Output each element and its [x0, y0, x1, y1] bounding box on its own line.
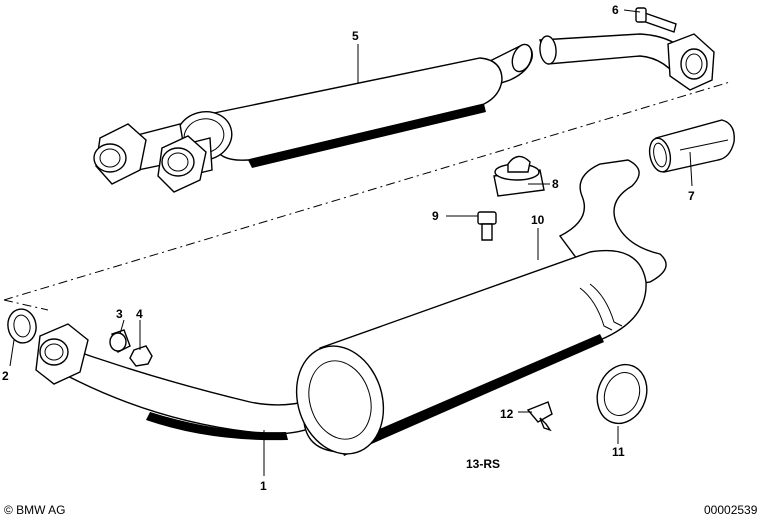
callout-3: 3 — [116, 307, 123, 321]
callout-8: 8 — [552, 177, 559, 191]
callout-5: 5 — [352, 29, 359, 43]
part-1-rear-muffler[interactable] — [35, 159, 667, 465]
part-11-gasket-ring[interactable] — [589, 358, 655, 431]
callout-6: 6 — [612, 3, 619, 17]
part-9-screw[interactable] — [477, 211, 497, 241]
callout-2: 2 — [2, 369, 9, 383]
part-8-rubber-mount[interactable] — [493, 155, 545, 197]
separator-line-left — [3, 299, 49, 311]
callout-4: 4 — [136, 307, 143, 321]
callout-12: 12 — [500, 407, 514, 421]
callout-10: 10 — [531, 213, 545, 227]
part-12-clip[interactable] — [526, 401, 553, 432]
group-label: 13-RS — [466, 457, 500, 471]
part-7-tail-pipe[interactable] — [647, 119, 735, 174]
leader-lines — [9, 9, 693, 476]
part-4-nut[interactable] — [129, 345, 153, 367]
copyright-text: © BMW AG — [4, 503, 66, 517]
callout-1: 1 — [260, 479, 267, 493]
part-3-bushing[interactable] — [109, 329, 131, 353]
separator-line-lower — [3, 81, 731, 301]
diagram-number: 00002539 — [704, 503, 758, 517]
callout-7: 7 — [688, 189, 695, 203]
callout-11: 11 — [612, 445, 625, 459]
part-5-front-muffler[interactable] — [93, 42, 535, 193]
part-2-gasket[interactable] — [5, 307, 38, 345]
callout-9: 9 — [432, 209, 439, 223]
part-6-bent-pipe-and-bolt[interactable] — [539, 7, 715, 91]
